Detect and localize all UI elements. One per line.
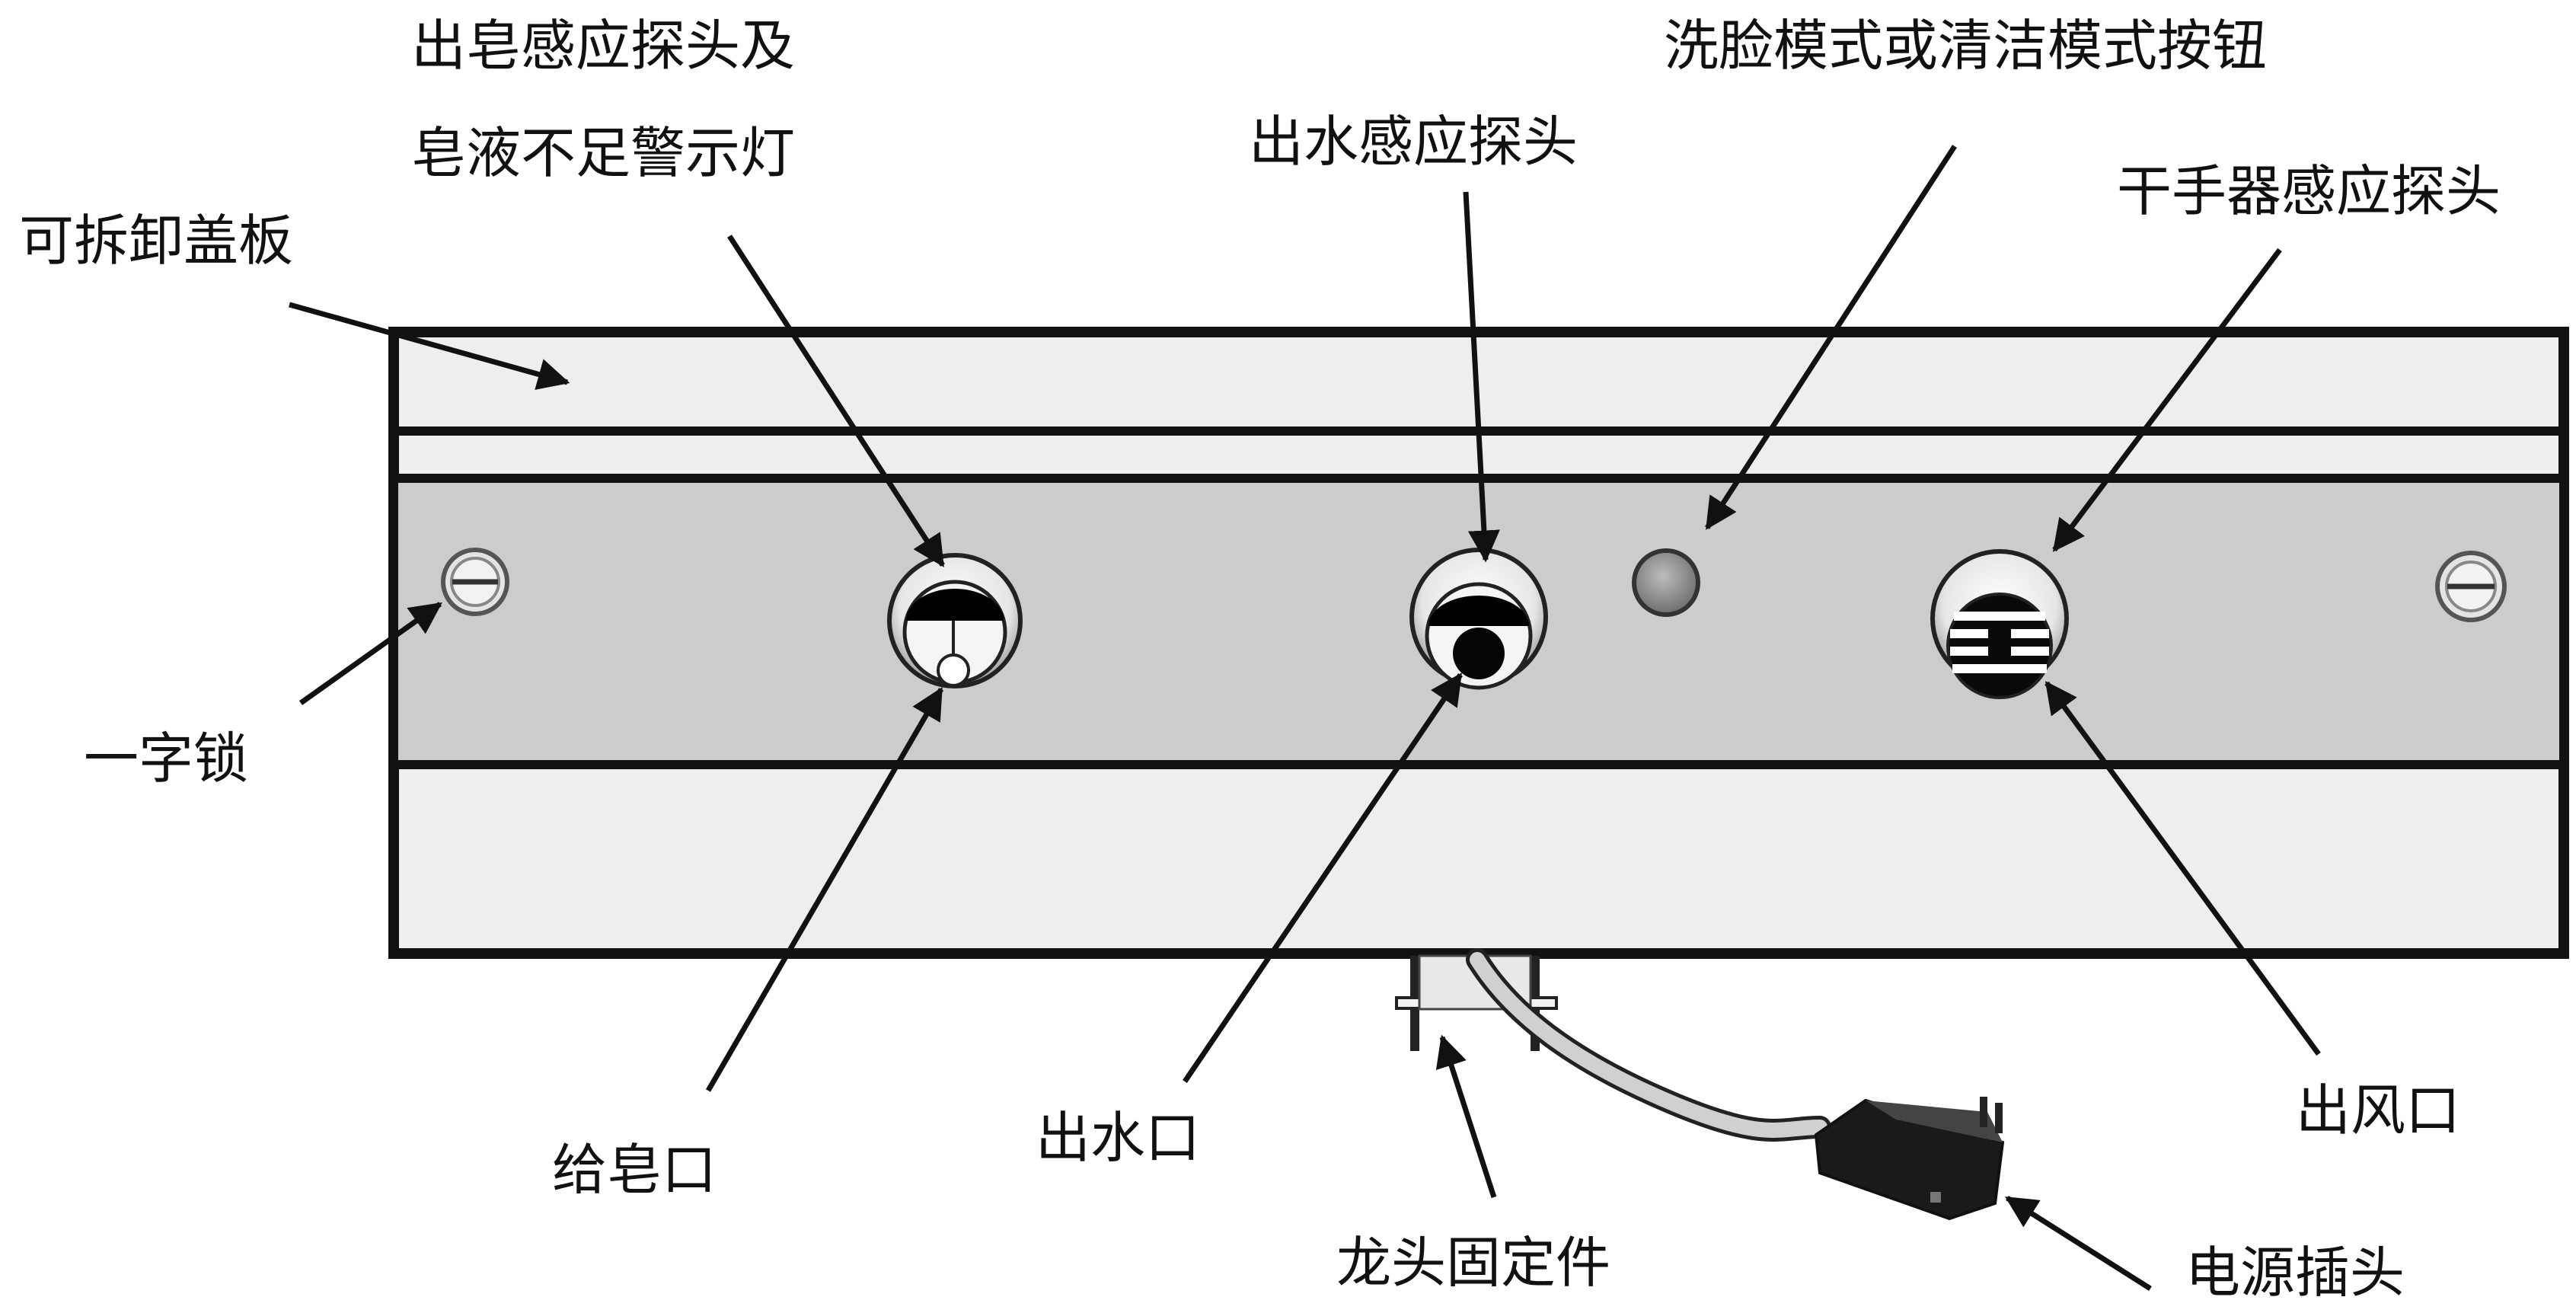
air-outlet-grille — [1946, 593, 2053, 699]
water-sensor-window — [1428, 596, 1529, 626]
soap-sensor-window — [906, 589, 1004, 621]
arrow-air-outlet — [2045, 681, 2321, 1056]
label-soap-sensor-line2: 皂液不足警示灯 — [411, 121, 796, 185]
arrow-mode-button — [1705, 145, 1957, 530]
water-sensor-knob — [1409, 548, 1548, 690]
callout-arrows — [289, 145, 2321, 1291]
slot-lock-left — [441, 548, 509, 616]
label-soap-outlet: 给皂口 — [552, 1138, 717, 1202]
arrow-faucet-fixture — [1435, 1034, 1497, 1199]
arrow-soap-sensor — [727, 235, 945, 567]
dryer-sensor-knob — [1930, 549, 2069, 699]
arrow-water-sensor — [1463, 191, 1500, 563]
label-slot-lock: 一字锁 — [84, 727, 249, 791]
label-mode-button: 洗脸模式或清洁模式按钮 — [1664, 14, 2268, 78]
label-removable-cover: 可拆卸盖板 — [19, 209, 294, 273]
power-plug — [1814, 1097, 2005, 1221]
soap-outlet-nozzle — [937, 653, 970, 687]
water-outlet-nozzle — [1453, 628, 1505, 679]
arrow-soap-outlet — [705, 686, 944, 1092]
label-air-outlet: 出风口 — [2296, 1078, 2461, 1142]
label-faucet-fixture: 龙头固定件 — [1336, 1231, 1611, 1295]
mode-button[interactable] — [1632, 548, 1700, 617]
label-power-plug: 电源插头 — [2185, 1241, 2405, 1305]
arrow-water-outlet — [1183, 672, 1463, 1083]
slot-lock-right — [2435, 551, 2507, 622]
soap-sensor-knob — [887, 553, 1023, 688]
label-dryer-sensor: 干手器感应探头 — [2117, 159, 2501, 223]
label-water-outlet: 出水口 — [1036, 1106, 1201, 1170]
arrow-dryer-sensor — [2052, 248, 2282, 552]
arrow-slot-lock — [298, 602, 442, 705]
arrow-power-plug — [2005, 1196, 2152, 1291]
label-soap-sensor-line1: 出皂感应探头及 — [411, 14, 796, 78]
air-outlet-slats — [1950, 612, 2049, 673]
arrow-removable-cover — [289, 302, 570, 390]
label-water-sensor: 出水感应探头 — [1249, 110, 1578, 174]
